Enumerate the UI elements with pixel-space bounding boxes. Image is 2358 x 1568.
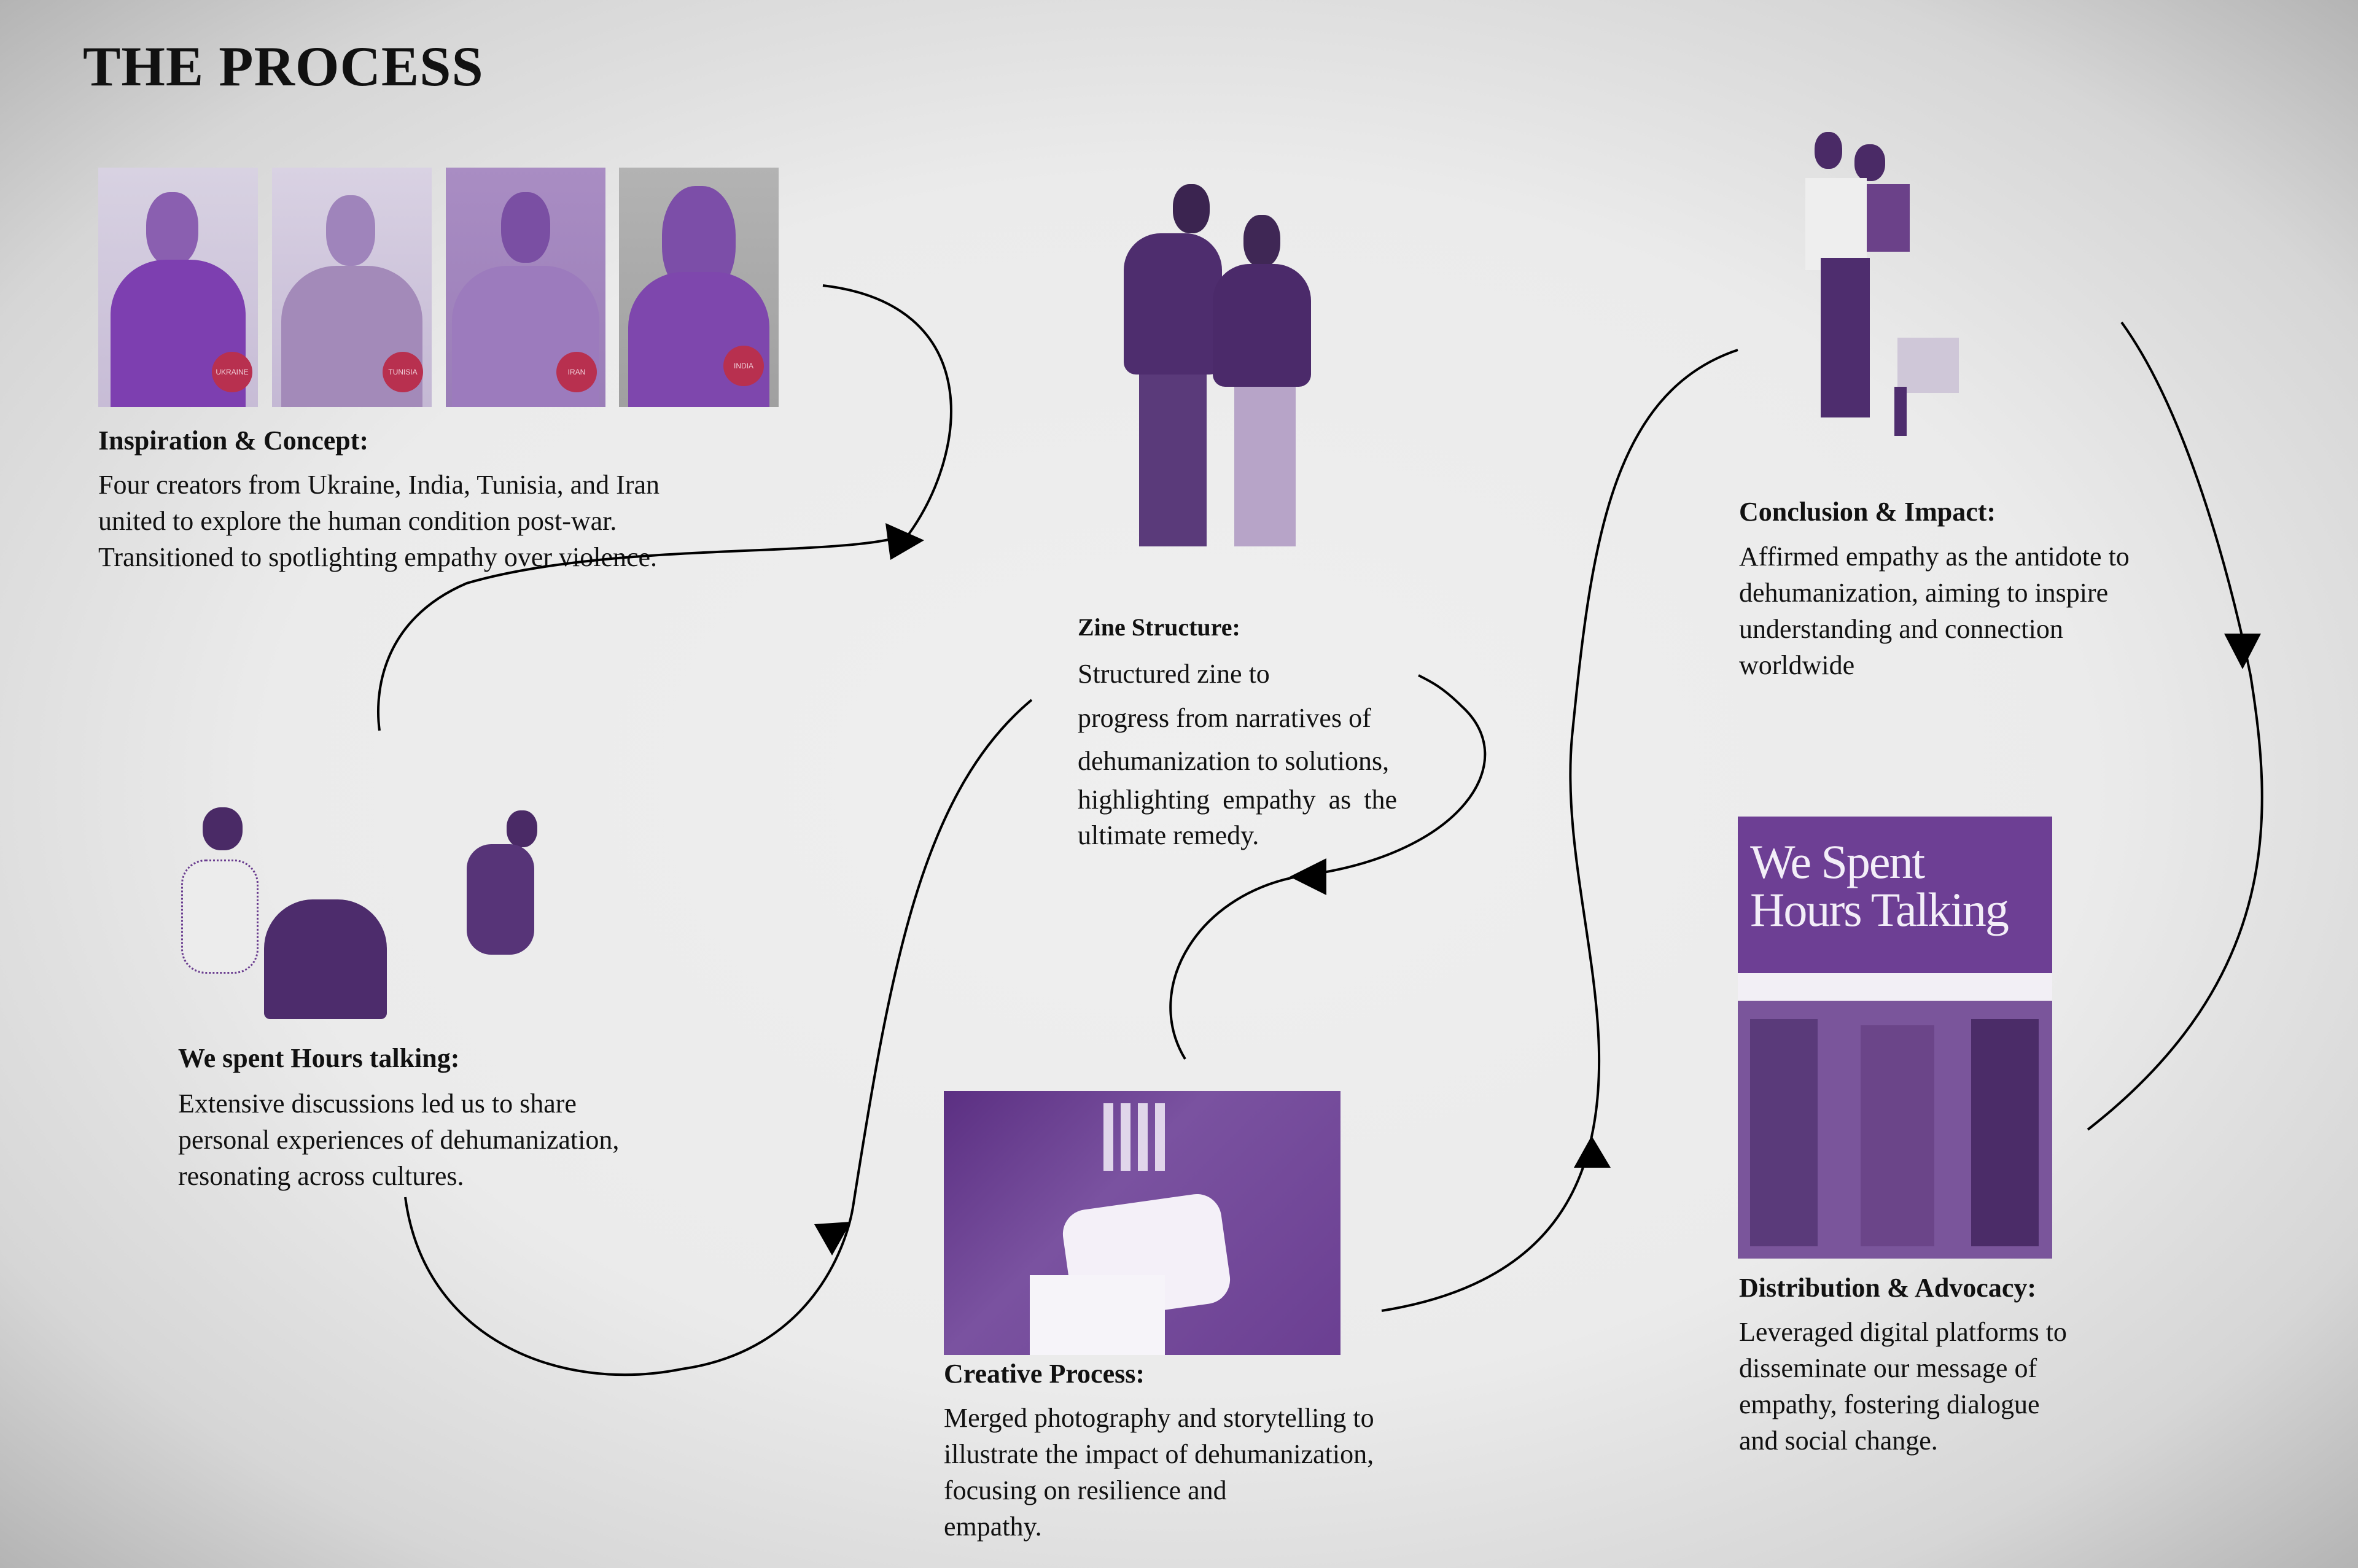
description-line: highlighting empathy as the [1078, 785, 1398, 815]
description-line: Merged photography and storytelling to [944, 1403, 1374, 1433]
description-line: illustrate the impact of dehumanization, [944, 1439, 1374, 1469]
country-stamp: INDIA [723, 346, 764, 386]
page-title: THE PROCESS [83, 35, 484, 98]
description-line: empathy. [944, 1512, 1042, 1542]
arrowhead [1574, 1136, 1611, 1168]
family-illustration [1793, 129, 1977, 448]
description-line: Four creators from Ukraine, India, Tunis… [98, 470, 660, 500]
description-line: Transitioned to spotlighting empathy ove… [98, 542, 658, 572]
zine-heading: Zine Structure: [1078, 613, 1240, 641]
inspiration-description: Four creators from Ukraine, India, Tunis… [98, 467, 660, 575]
description-line: personal experiences of dehumanization, [178, 1125, 620, 1155]
country-stamp: IRAN [556, 352, 597, 392]
conclusion-description: Affirmed empathy as the antidote to dehu… [1739, 538, 2130, 683]
portrait-photo-4: INDIA [619, 168, 779, 407]
arrowhead [2224, 634, 2261, 669]
portrait-photo-1: UKRAINE [98, 168, 258, 407]
arrow-talking-to-zine [404, 699, 1033, 1376]
zine-description: Structured zine to progress from narrati… [1078, 652, 1397, 853]
arrowhead [885, 523, 924, 560]
description-line: resonating across cultures. [178, 1161, 464, 1191]
conversation-illustration [172, 798, 590, 1019]
description-line: Leveraged digital platforms to [1739, 1317, 2067, 1347]
description-line: Affirmed empathy as the antidote to [1739, 541, 2130, 572]
description-line: understanding and connection [1739, 614, 2063, 644]
inspiration-heading: Inspiration & Concept: [98, 425, 369, 456]
arrow-creative-to-zine [1169, 674, 1487, 1060]
creative-heading: Creative Process: [944, 1359, 1145, 1389]
talking-heading: We spent Hours talking: [178, 1043, 460, 1073]
arrowhead [1290, 858, 1326, 895]
distribution-description: Leveraged digital platforms to dissemina… [1739, 1314, 2067, 1459]
conclusion-heading: Conclusion & Impact: [1739, 497, 1996, 527]
description-line: Structured zine to [1078, 659, 1270, 689]
description-line: empathy, fostering dialogue [1739, 1389, 2040, 1419]
description-line: Extensive discussions led us to share [178, 1089, 577, 1119]
couple-illustration [1087, 172, 1333, 571]
creative-description: Merged photography and storytelling to i… [944, 1400, 1374, 1545]
poster-title-line: We Spent [1750, 835, 1925, 888]
arrow-inspiration-to-talking [376, 284, 952, 731]
hands-photo [944, 1091, 1340, 1355]
description-line: dehumanization to solutions, [1078, 746, 1390, 776]
description-line: united to explore the human condition po… [98, 506, 617, 536]
description-line: and social change. [1739, 1426, 1938, 1456]
arrow-conclusion-to-distribution [2087, 321, 2263, 1131]
description-line: dehumanization, aiming to inspire [1739, 578, 2109, 608]
country-stamp: TUNISIA [383, 352, 423, 392]
country-stamp: UKRAINE [212, 352, 252, 392]
arrow-creative-to-distribution [1381, 349, 1738, 1312]
description-line: focusing on resilience and [944, 1475, 1227, 1505]
description-line: worldwide [1739, 650, 1855, 680]
poster-title-line: Hours Talking [1750, 883, 2009, 936]
zine-cover-poster: We Spent Hours Talking [1738, 817, 2052, 1259]
description-line: progress from narratives of [1078, 703, 1371, 733]
description-line: disseminate our message of [1739, 1353, 2037, 1383]
portrait-photo-3: IRAN [446, 168, 605, 407]
portrait-photo-2: TUNISIA [272, 168, 432, 407]
distribution-heading: Distribution & Advocacy: [1739, 1273, 2036, 1303]
talking-description: Extensive discussions led us to share pe… [178, 1085, 619, 1194]
description-line: ultimate remedy. [1078, 820, 1259, 850]
arrowhead [814, 1222, 851, 1256]
